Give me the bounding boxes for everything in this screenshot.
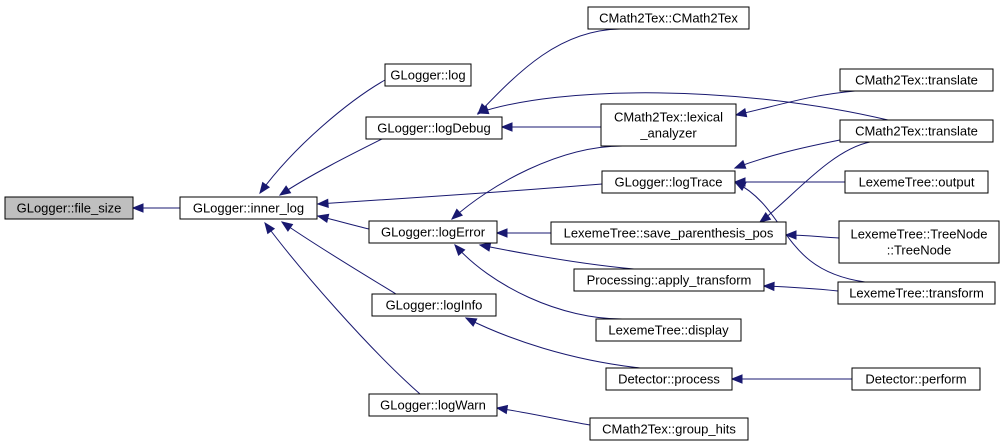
node-output[interactable]: LexemeTree::output — [844, 170, 989, 194]
arrowhead-icon — [730, 374, 743, 384]
node-label: LexemeTree::TreeNode — [850, 227, 987, 242]
edge-apply_tr-to-logError — [478, 242, 635, 270]
arrowhead-icon — [278, 185, 292, 196]
edge-process-to-logInfo — [464, 317, 641, 369]
edges-layer — [131, 28, 889, 426]
node-label: GLogger::file_size — [17, 201, 122, 216]
arrowhead-icon — [316, 213, 330, 224]
node-label: GLogger::inner_log — [193, 201, 304, 216]
node-label: _analyzer — [639, 126, 697, 141]
edge-cm2t_ctor-to-logDebug — [477, 28, 621, 115]
edge-treenode-to-save_par — [784, 230, 840, 240]
edge-logError-to-inner_log — [316, 213, 370, 230]
edge-translate2-to-save_par — [758, 141, 871, 223]
node-file-size[interactable]: GLogger::file_size — [4, 196, 134, 220]
arrowhead-icon — [762, 281, 775, 292]
arrowhead-icon — [264, 221, 276, 235]
node-label: GLogger::logInfo — [386, 298, 483, 313]
node-transform[interactable]: LexemeTree::transform — [837, 281, 996, 305]
node-logInfo[interactable]: GLogger::logInfo — [371, 293, 497, 317]
node-label: Detector::perform — [865, 372, 966, 387]
node-logWarn[interactable]: GLogger::logWarn — [368, 393, 498, 417]
edge-translate2-to-logTrace — [733, 139, 841, 169]
node-label: Detector::process — [618, 372, 720, 387]
edge-perform-to-process — [730, 374, 852, 384]
node-label: Processing::apply_transform — [587, 273, 752, 288]
edge-group_hits-to-logWarn — [495, 404, 591, 426]
node-perform[interactable]: Detector::perform — [851, 367, 981, 391]
arrowhead-icon — [476, 105, 490, 115]
arrowhead-icon — [500, 122, 513, 132]
arrowhead-icon — [734, 108, 748, 118]
edge-display-to-logError — [454, 243, 626, 320]
node-apply-tr[interactable]: Processing::apply_transform — [573, 268, 765, 292]
node-translate2[interactable]: CMath2Tex::translate — [839, 119, 994, 143]
arrowhead-icon — [784, 230, 797, 240]
edge-lexical-to-logDebug — [500, 122, 601, 132]
node-treenode[interactable]: LexemeTree::TreeNode::TreeNode — [838, 220, 1000, 264]
node-label: LexemeTree::save_parenthesis_pos — [564, 226, 774, 241]
edge-logInfo-to-inner_log — [280, 221, 397, 295]
arrowhead-icon — [450, 208, 463, 220]
node-display[interactable]: LexemeTree::display — [595, 318, 742, 342]
edge-logWarn-to-inner_log — [264, 221, 421, 395]
edge-translate1-to-lexical — [734, 90, 856, 118]
node-save-par[interactable]: LexemeTree::save_parenthesis_pos — [550, 221, 787, 245]
edge-save_par-to-logError — [495, 228, 551, 238]
node-label: LexemeTree::display — [608, 323, 729, 338]
node-logError[interactable]: GLogger::logError — [368, 220, 498, 244]
edge-transform-to-apply_tr — [762, 281, 839, 292]
node-cm2t-ctor[interactable]: CMath2Tex::CMath2Tex — [587, 6, 750, 30]
node-inner-log[interactable]: GLogger::inner_log — [179, 196, 318, 220]
edge-lexical-to-logError — [450, 145, 626, 220]
arrowhead-icon — [280, 221, 294, 232]
node-process[interactable]: Detector::process — [605, 367, 733, 391]
node-log[interactable]: GLogger::log — [384, 63, 472, 87]
edge-inner_log-to-file_size — [131, 203, 180, 213]
arrowhead-icon — [733, 181, 747, 191]
node-label: GLogger::logWarn — [380, 398, 486, 413]
arrowhead-icon — [495, 228, 508, 238]
node-label: LexemeTree::output — [859, 175, 975, 190]
edge-translate2-to-logDebug — [476, 92, 889, 121]
node-label: CMath2Tex::CMath2Tex — [599, 11, 738, 26]
arrowhead-icon — [454, 243, 466, 257]
node-label: GLogger::log — [390, 68, 465, 83]
edge-logDebug-to-inner_log — [278, 138, 383, 196]
node-label: GLogger::logTrace — [615, 175, 723, 190]
node-label: CMath2Tex::lexical — [614, 110, 723, 125]
node-label: GLogger::logError — [381, 225, 486, 240]
node-label: CMath2Tex::group_hits — [602, 422, 736, 437]
node-label: ::TreeNode — [887, 243, 952, 258]
arrowhead-icon — [478, 242, 492, 252]
edge-output-to-logTrace — [733, 177, 846, 187]
node-logDebug[interactable]: GLogger::logDebug — [365, 116, 503, 140]
node-logTrace[interactable]: GLogger::logTrace — [601, 170, 736, 194]
arrowhead-icon — [495, 404, 509, 415]
arrowhead-icon — [758, 211, 772, 223]
node-group-hits[interactable]: CMath2Tex::group_hits — [589, 417, 749, 441]
node-translate1[interactable]: CMath2Tex::translate — [839, 68, 994, 92]
arrowhead-icon — [733, 159, 747, 169]
node-label: CMath2Tex::translate — [855, 73, 978, 88]
arrowhead-icon — [131, 203, 144, 213]
node-label: GLogger::logDebug — [377, 121, 490, 136]
edge-transform-to-logTrace — [733, 181, 866, 283]
arrowhead-icon — [316, 198, 329, 209]
arrowhead-icon — [259, 181, 271, 195]
node-lexical[interactable]: CMath2Tex::lexical_analyzer — [600, 103, 737, 147]
node-label: LexemeTree::transform — [849, 286, 984, 301]
arrowhead-icon — [464, 317, 478, 327]
node-label: CMath2Tex::translate — [855, 124, 978, 139]
edge-log-to-inner_log — [259, 79, 386, 195]
edge-logTrace-to-inner_log — [316, 183, 603, 209]
